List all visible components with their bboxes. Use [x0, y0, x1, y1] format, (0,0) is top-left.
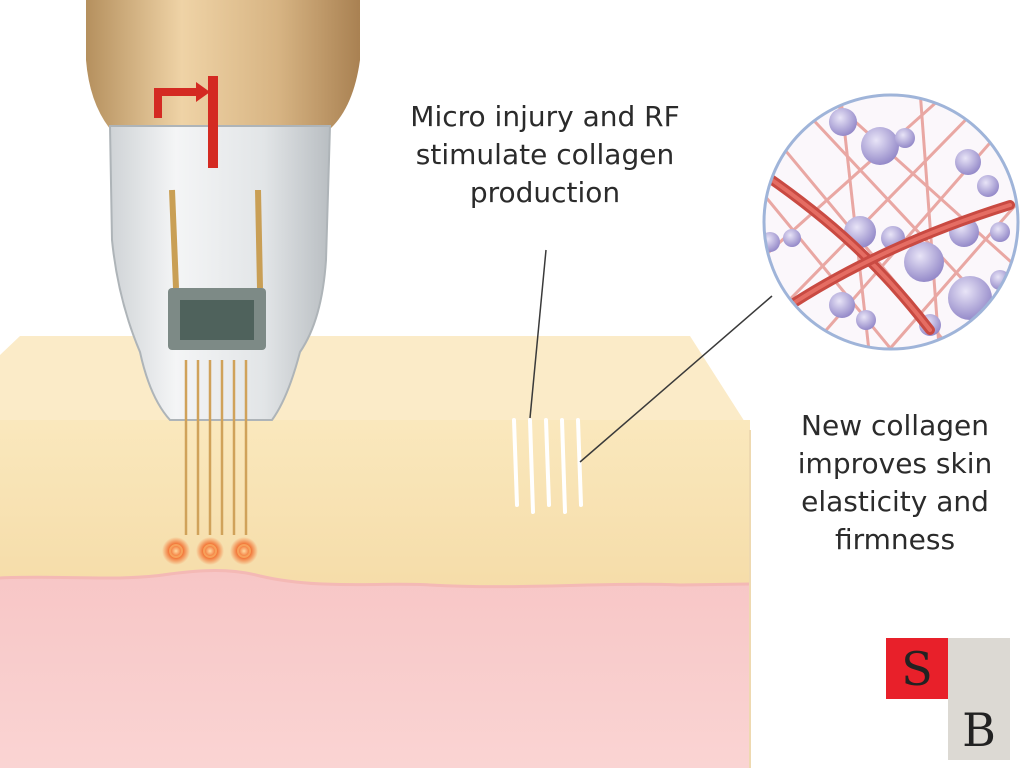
label-result: New collagen improves skin elasticity an… [797, 409, 993, 556]
magnifier-ring [762, 93, 1020, 351]
rf-arrow-head [196, 82, 210, 102]
micro-injury-channels [512, 418, 583, 514]
cartridge-chip [180, 300, 254, 340]
rf-direction-marker [154, 88, 196, 118]
leader-line-zoom [579, 295, 773, 463]
microneedle-handpiece-icon [86, 0, 360, 565]
logo-block-white [886, 699, 948, 760]
skin-layer-boundary [0, 569, 751, 589]
leader-line-stimulation [529, 249, 547, 419]
collagen-magnified-icon [762, 93, 1020, 351]
skin-dermis-layer [0, 570, 750, 768]
new-collagen-fibers [764, 170, 1015, 335]
logo-letter-s: S [886, 638, 948, 699]
rf-marker-bar [208, 76, 218, 168]
inner-rod-right [255, 189, 263, 289]
sb-logo: S B [886, 638, 1010, 760]
skin-top-surface [0, 336, 750, 430]
handpiece-body [86, 0, 360, 138]
skin-cross-section [0, 336, 751, 768]
label-stimulation: Micro injury and RF stimulate collagen p… [410, 100, 680, 209]
logo-letter-b: B [948, 699, 1010, 760]
logo-block-grey-top [948, 638, 1010, 699]
rf-heat-spots [162, 537, 258, 565]
inner-rod-left [169, 189, 179, 289]
skin-epidermis-layer [0, 420, 750, 595]
microneedles [184, 360, 248, 535]
